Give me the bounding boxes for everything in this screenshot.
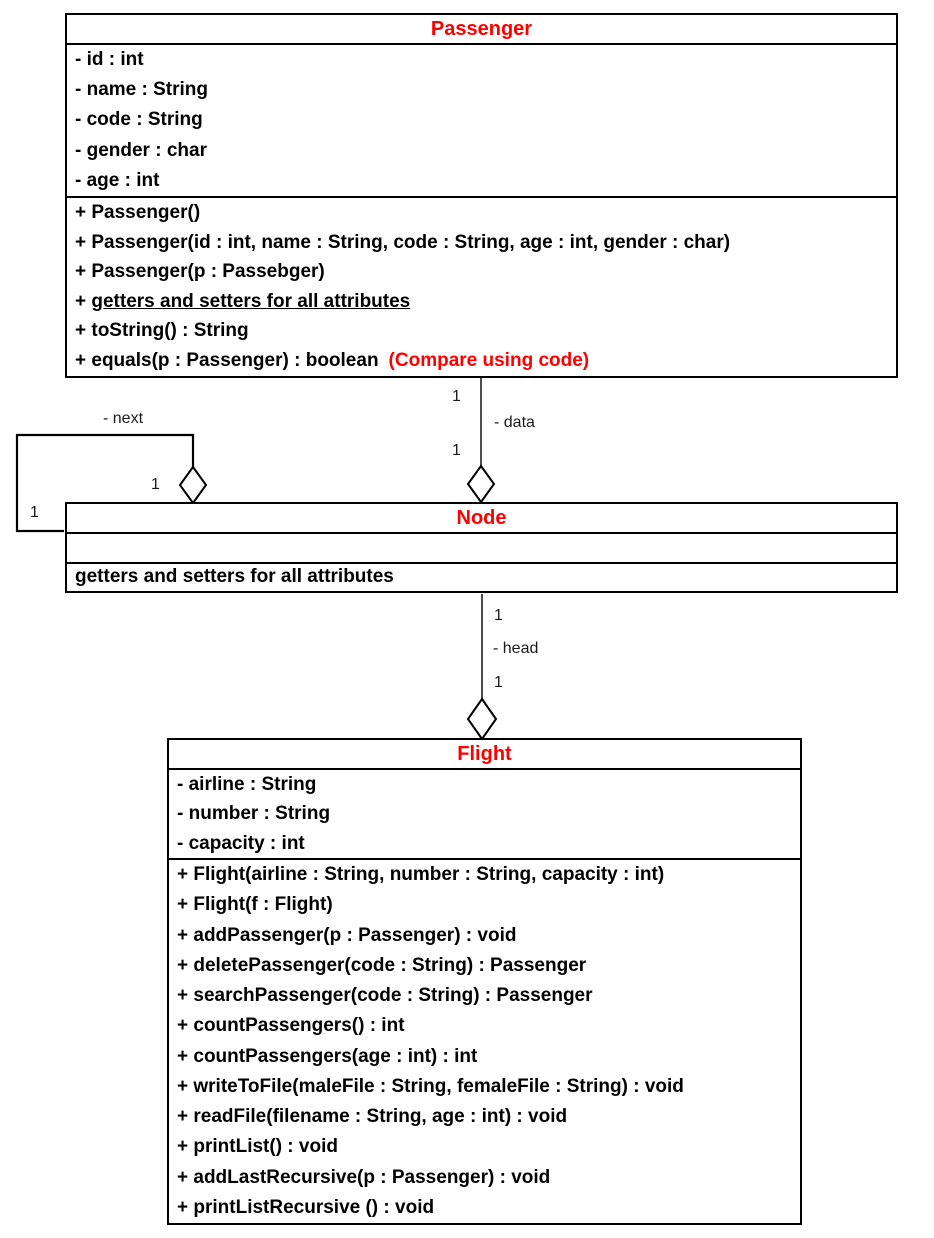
head-multiplicity-lower: 1 xyxy=(494,674,503,691)
next-multiplicity-end: 1 xyxy=(30,504,39,521)
attribute-row: - number : String xyxy=(177,803,331,825)
flight-methods-section: + Flight(airline : String, number : Stri… xyxy=(169,860,800,1223)
passenger-methods-section: + Passenger() + Passenger(id : int, name… xyxy=(67,198,896,376)
method-row: + deletePassenger(code : String) : Passe… xyxy=(177,954,587,976)
next-role-label: - next xyxy=(103,410,144,427)
method-row: + printList() : void xyxy=(177,1136,338,1158)
method-underlined-text: getters and setters for all attributes xyxy=(91,290,411,312)
method-row: + Passenger() xyxy=(75,202,201,223)
class-title-passenger: Passenger xyxy=(67,15,896,45)
method-row: + writeToFile(maleFile : String, femaleF… xyxy=(177,1075,684,1097)
class-box-node: Node getters and setters for all attribu… xyxy=(65,502,898,593)
data-aggregation-diamond-icon xyxy=(466,464,496,504)
method-row: + getters and setters for all attributes xyxy=(75,287,896,317)
node-attributes-section xyxy=(67,534,896,564)
method-row: + readFile(filename : String, age : int)… xyxy=(177,1106,568,1127)
method-text: + equals(p : Passenger) : boolean xyxy=(75,349,379,371)
method-row: + searchPassenger(code : String) : Passe… xyxy=(177,985,593,1006)
class-box-flight: Flight - airline : String - number : Str… xyxy=(167,738,802,1225)
class-title-node: Node xyxy=(67,504,896,534)
attribute-row: - id : int xyxy=(75,49,144,70)
method-row: + addPassenger(p : Passenger) : void xyxy=(177,924,517,946)
attribute-row: - airline : String xyxy=(177,774,317,795)
node-methods-section: getters and setters for all attributes xyxy=(67,564,896,591)
data-multiplicity-upper: 1 xyxy=(452,388,461,405)
flight-attributes-section: - airline : String - number : String - c… xyxy=(169,770,800,860)
method-prefix: + xyxy=(75,290,92,312)
head-role-label: - head xyxy=(493,640,539,657)
head-aggregation-diamond-icon xyxy=(466,697,498,741)
method-row: + equals(p : Passenger) : boolean (Compar… xyxy=(75,346,896,376)
attribute-row: - code : String xyxy=(75,109,203,131)
next-multiplicity-diamond: 1 xyxy=(151,476,160,493)
method-row: + addLastRecursive(p : Passenger) : void xyxy=(177,1166,551,1188)
data-multiplicity-lower: 1 xyxy=(452,442,461,459)
method-row: getters and setters for all attributes xyxy=(75,566,394,587)
next-aggregation-diamond-icon xyxy=(178,465,208,505)
method-row: + Passenger(p : Passebger) xyxy=(75,261,325,283)
method-row: + countPassengers(age : int) : int xyxy=(177,1045,478,1067)
head-multiplicity-upper: 1 xyxy=(494,607,503,624)
class-box-passenger: Passenger - id : int - name : String - c… xyxy=(65,13,898,378)
method-row: + Flight(airline : String, number : Stri… xyxy=(177,864,665,885)
attribute-row: - age : int xyxy=(75,169,160,191)
method-row: + toString() : String xyxy=(75,320,249,342)
attribute-row: - gender : char xyxy=(75,139,207,161)
data-role-label: - data xyxy=(494,414,535,431)
attribute-row: - capacity : int xyxy=(177,832,305,854)
method-row: + countPassengers() : int xyxy=(177,1015,405,1037)
method-row: + Passenger(id : int, name : String, cod… xyxy=(75,231,731,253)
class-title-flight: Flight xyxy=(169,740,800,770)
method-row: + printListRecursive () : void xyxy=(177,1196,435,1218)
passenger-attributes-section: - id : int - name : String - code : Stri… xyxy=(67,45,896,198)
method-row: + Flight(f : Flight) xyxy=(177,894,333,916)
method-note: (Compare using code) xyxy=(388,349,590,371)
attribute-row: - name : String xyxy=(75,79,209,101)
